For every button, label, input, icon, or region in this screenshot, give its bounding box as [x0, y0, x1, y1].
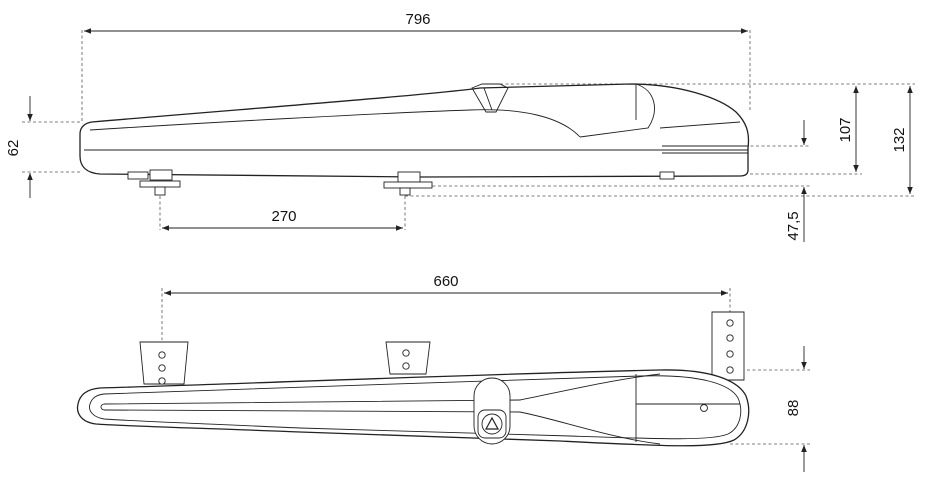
dimension-107: 107 — [837, 117, 854, 142]
hood-line — [579, 83, 655, 138]
release-lock — [473, 377, 511, 445]
dimension-47-5: 47,5 — [785, 211, 802, 240]
plan-taper-lower — [519, 411, 661, 445]
foot-right — [659, 171, 675, 180]
plan-view: 660 88 — [76, 273, 810, 472]
side-view: 796 62 107 132 47,5 270 — [5, 11, 915, 242]
release-handle-rib — [483, 87, 493, 111]
plan-inner-edge — [89, 375, 742, 440]
dimension-62: 62 — [5, 140, 22, 157]
front-pivot-bracket — [139, 169, 181, 196]
dimension-132: 132 — [891, 127, 908, 152]
front-mounting-bracket — [139, 341, 189, 385]
hood-edge — [659, 121, 741, 129]
dimension-88: 88 — [785, 400, 802, 417]
rear-pivot-bracket — [383, 171, 433, 196]
operator-body-side — [79, 83, 750, 178]
rear-mounting-bracket — [711, 311, 745, 381]
release-handle — [471, 83, 509, 113]
dimension-270: 270 — [271, 208, 296, 225]
plan-pivot-hole — [700, 404, 708, 412]
dimension-660: 660 — [433, 273, 458, 290]
shell-line — [89, 109, 581, 138]
middle-mounting-bracket — [385, 341, 431, 375]
plan-taper-upper — [519, 373, 661, 401]
dimension-796: 796 — [405, 11, 430, 28]
plan-slot — [100, 399, 521, 413]
foot-left — [127, 171, 149, 180]
